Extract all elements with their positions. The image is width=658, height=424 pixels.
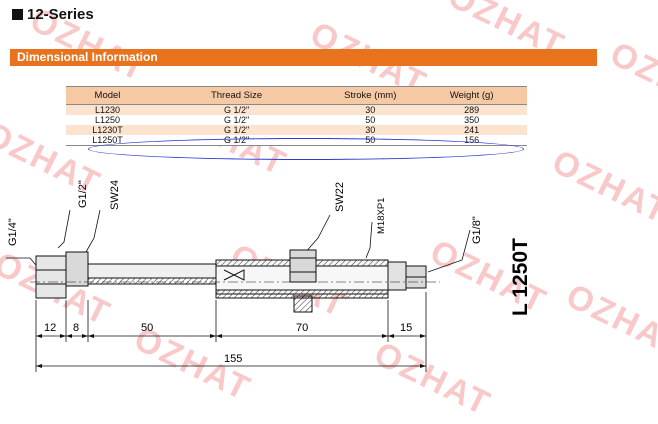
table-cell: 350 xyxy=(416,115,527,125)
spec-table: Model Thread Size Stroke (mm) Weight (g)… xyxy=(66,86,527,146)
column-header: Model xyxy=(66,86,149,105)
technical-drawing: G1/4" G1/2" SW24 SW22 M18XP1 G1/8" L 125… xyxy=(6,180,532,372)
dim-12: 12 xyxy=(44,322,56,334)
dim-8: 8 xyxy=(73,322,79,334)
column-header: Weight (g) xyxy=(416,86,527,105)
table-cell: 289 xyxy=(416,104,527,115)
square-bullet-icon xyxy=(12,9,23,20)
table-cell: G 1/2" xyxy=(148,115,325,125)
table-row: L1230 G 1/2" 30 289 xyxy=(66,104,527,115)
table-header-row: Model Thread Size Stroke (mm) Weight (g) xyxy=(66,86,527,105)
section-header: Dimensional Information xyxy=(10,49,597,66)
callout-sw22: SW22 xyxy=(334,182,346,212)
callout-g12: G1/2" xyxy=(77,180,89,208)
callout-sw24: SW24 xyxy=(109,180,121,210)
table-cell: G 1/2" xyxy=(148,125,325,135)
table-cell: L1250 xyxy=(66,115,149,125)
callout-m18: M18XP1 xyxy=(376,198,387,234)
callout-g14: G1/4" xyxy=(7,218,19,246)
table-cell: G 1/2" xyxy=(148,104,325,115)
cylinder-body xyxy=(35,249,427,313)
series-title: 12-Series xyxy=(12,6,94,23)
dim-15: 15 xyxy=(400,322,412,334)
table-cell: L1230T xyxy=(66,125,149,135)
table-cell: 30 xyxy=(324,125,417,135)
dim-155: 155 xyxy=(224,353,242,365)
series-title-text: 12-Series xyxy=(27,6,94,23)
column-header: Thread Size xyxy=(148,86,325,105)
column-header: Stroke (mm) xyxy=(324,86,417,105)
hand-drawn-highlight-ellipse xyxy=(88,138,524,160)
callout-g18: G1/8" xyxy=(471,216,483,244)
table-row: L1250 G 1/2" 50 350 xyxy=(66,115,527,125)
table-cell: 50 xyxy=(324,115,417,125)
table-cell: L1230 xyxy=(66,104,149,115)
table-row: L1230T G 1/2" 30 241 xyxy=(66,125,527,135)
table-cell: 30 xyxy=(324,104,417,115)
model-label: L 1250T xyxy=(509,238,532,316)
dim-70: 70 xyxy=(296,322,308,334)
dimension-lines xyxy=(35,292,427,372)
dim-50: 50 xyxy=(141,322,153,334)
table-cell: 241 xyxy=(416,125,527,135)
